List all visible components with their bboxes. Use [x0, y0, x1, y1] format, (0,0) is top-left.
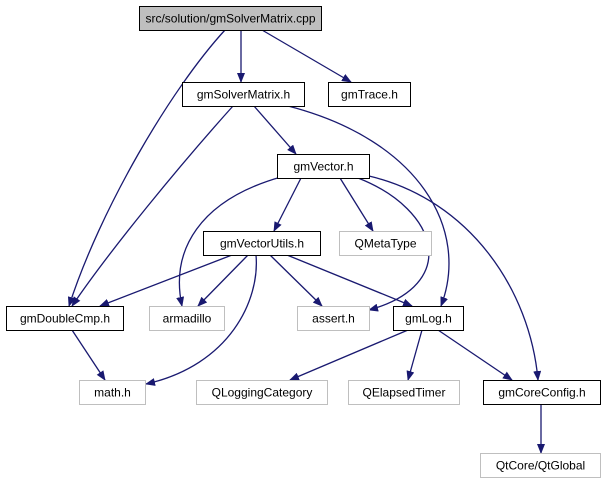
- edge-n3-to-n5: [339, 177, 374, 232]
- edge-n4-to-n7: [197, 254, 249, 307]
- node-label: QElapsedTimer: [363, 386, 446, 400]
- node-n1[interactable]: gmSolverMatrix.h: [182, 82, 305, 107]
- edge-n1-to-n6: [71, 105, 234, 307]
- node-box: [6, 306, 124, 331]
- node-n11: QLoggingCategory: [196, 380, 328, 405]
- node-n7: armadillo: [149, 306, 225, 331]
- edges-layer: [67, 29, 545, 454]
- edge-n3-to-n7: [176, 176, 282, 307]
- node-n10: math.h: [79, 380, 146, 405]
- node-n13[interactable]: gmCoreConfig.h: [483, 380, 601, 405]
- edge-n9-to-n11: [289, 329, 409, 381]
- node-n12: QElapsedTimer: [348, 380, 460, 405]
- node-box: [203, 231, 321, 256]
- node-box: [79, 380, 146, 405]
- edge-n4-to-n6: [99, 254, 233, 307]
- node-box: [339, 231, 432, 256]
- edge-n0-to-n2: [261, 29, 352, 83]
- node-n2[interactable]: gmTrace.h: [328, 82, 411, 107]
- node-box: [328, 82, 411, 107]
- node-n5: QMetaType: [339, 231, 432, 256]
- edge-n1-to-n3: [253, 105, 297, 155]
- edge-n9-to-n13: [437, 329, 513, 381]
- edge-n9-to-n12: [406, 329, 423, 381]
- edge-n0-to-n6: [67, 29, 226, 307]
- edge-n3-to-n4: [273, 177, 302, 232]
- node-n6[interactable]: gmDoubleCmp.h: [6, 306, 124, 331]
- node-label: armadillo: [163, 312, 212, 326]
- node-n0[interactable]: src/solution/gmSolverMatrix.cpp: [139, 6, 322, 31]
- node-n3[interactable]: gmVector.h: [277, 154, 370, 179]
- edge-n1-to-n9: [287, 105, 450, 307]
- node-box: [277, 154, 370, 179]
- node-box: [393, 306, 464, 331]
- node-box: [182, 82, 305, 107]
- node-n14: QtCore/QtGlobal: [480, 453, 601, 478]
- node-n8: assert.h: [297, 306, 370, 331]
- node-label: gmCoreConfig.h: [498, 386, 585, 400]
- node-box: [139, 6, 322, 31]
- node-box: [297, 306, 370, 331]
- node-label: QMetaType: [354, 237, 416, 251]
- node-box: [480, 453, 601, 478]
- node-label: QLoggingCategory: [212, 386, 313, 400]
- edge-n4-to-n9: [286, 254, 413, 307]
- edge-n6-to-n10: [71, 329, 106, 381]
- node-box: [348, 380, 460, 405]
- node-box: [483, 380, 601, 405]
- edge-n4-to-n8: [269, 254, 323, 307]
- node-label: gmSolverMatrix.h: [197, 88, 290, 102]
- node-label: gmLog.h: [405, 312, 452, 326]
- node-n4[interactable]: gmVectorUtils.h: [203, 231, 321, 256]
- node-n9[interactable]: gmLog.h: [393, 306, 464, 331]
- node-box: [196, 380, 328, 405]
- node-label: math.h: [94, 386, 131, 400]
- node-label: gmVector.h: [293, 160, 353, 174]
- node-label: assert.h: [312, 312, 355, 326]
- edge-n3-to-n13: [368, 175, 542, 381]
- node-label: src/solution/gmSolverMatrix.cpp: [145, 12, 315, 26]
- edge-n4-to-n10: [145, 254, 257, 386]
- nodes-layer: src/solution/gmSolverMatrix.cpp gmSolverM…: [6, 6, 601, 478]
- node-label: QtCore/QtGlobal: [496, 459, 585, 473]
- node-box: [149, 306, 225, 331]
- node-label: gmVectorUtils.h: [220, 237, 304, 251]
- node-label: gmTrace.h: [341, 88, 398, 102]
- node-label: gmDoubleCmp.h: [20, 312, 110, 326]
